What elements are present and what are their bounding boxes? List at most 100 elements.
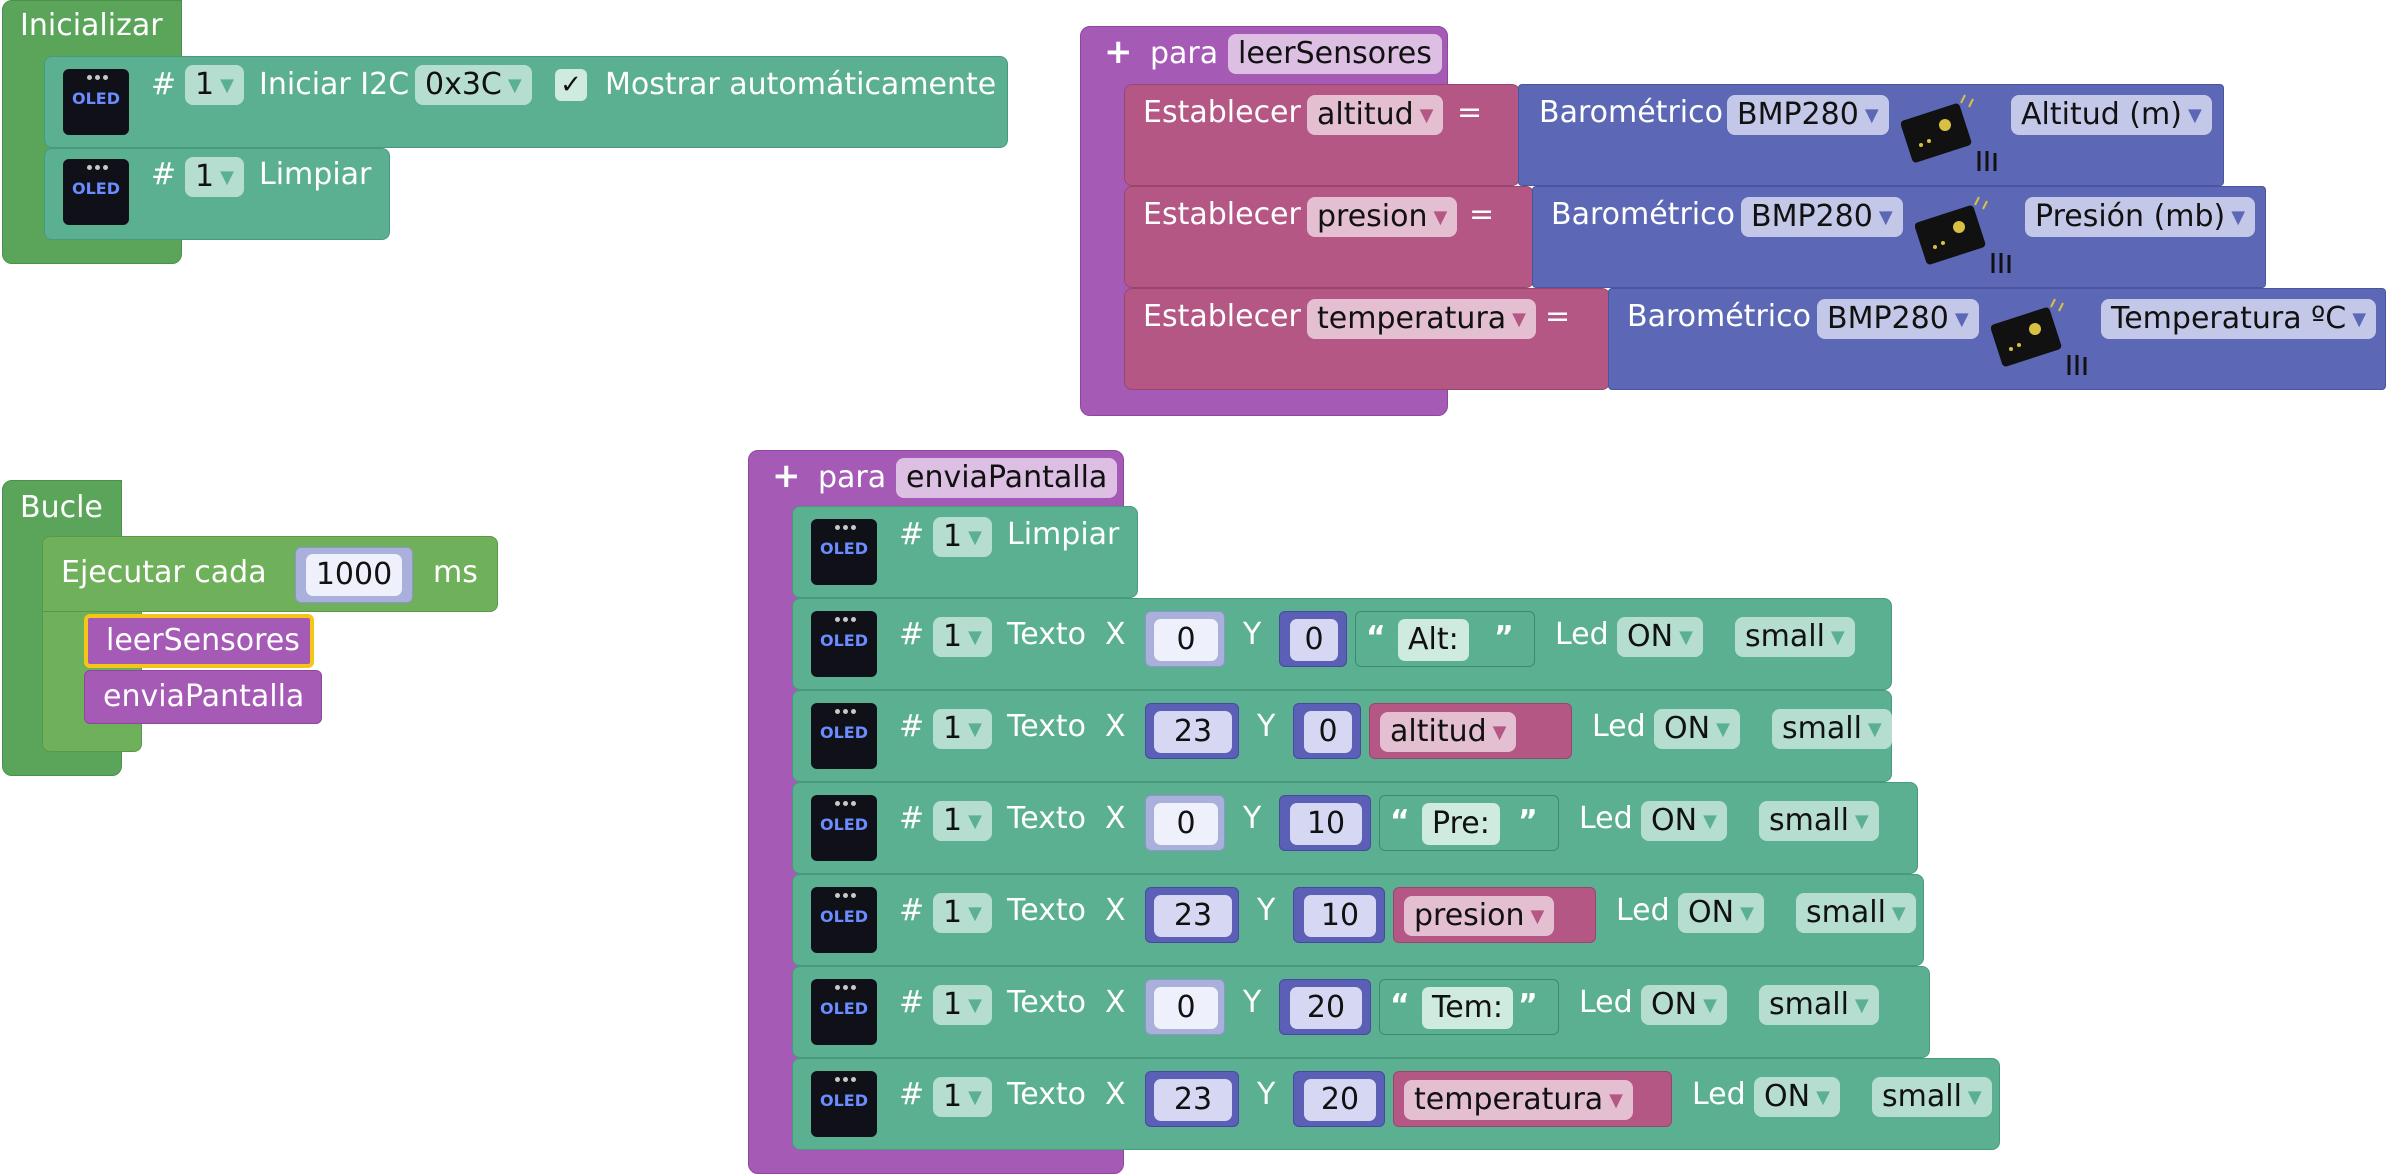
variable-get-block[interactable]: temperatura▼ [1393,1071,1672,1127]
x-number-block[interactable]: 23 [1145,1071,1239,1127]
text-value-input[interactable]: Tem: [1422,987,1514,1029]
font-size-dropdown[interactable]: small▼ [1872,1077,1992,1117]
x-number-block[interactable]: 23 [1145,887,1239,943]
barometer-temperatura-block[interactable]: Barométrico BMP280▼ Temperatura ºC▼ [1608,288,2386,390]
i2c-address-dropdown[interactable]: 0x3C▼ [415,65,532,105]
x-input[interactable]: 0 [1154,803,1218,845]
display-index-dropdown[interactable]: 1▼ [933,1077,992,1117]
text-string-block[interactable]: “Pre:” [1379,795,1559,851]
proc-name-field[interactable]: enviaPantalla [896,458,1118,498]
text-string-block[interactable]: “Tem:” [1379,979,1559,1035]
auto-show-label: Mostrar automáticamente [605,67,997,102]
para-label: para [1150,36,1219,71]
sensor-model-dropdown[interactable]: BMP280▼ [1727,95,1889,135]
x-input[interactable]: 23 [1154,895,1232,937]
font-size-dropdown[interactable]: small▼ [1759,985,1879,1025]
variable-dropdown[interactable]: temperatura▼ [1307,299,1536,339]
limpiar-block[interactable]: OLED # 1▼ Limpiar [792,506,1138,598]
font-size-dropdown[interactable]: small▼ [1772,709,1892,749]
display-index-dropdown[interactable]: 1▼ [933,985,992,1025]
led-dropdown[interactable]: ON▼ [1654,709,1740,749]
call-leerSensores[interactable]: leerSensores [84,614,314,668]
x-number-block[interactable]: 0 [1145,795,1225,851]
barometer-presion-block[interactable]: Barométrico BMP280▼ Presión (mb)▼ [1532,186,2266,288]
led-dropdown[interactable]: ON▼ [1754,1077,1840,1117]
text-value-input[interactable]: Pre: [1422,803,1500,845]
variable-dropdown[interactable]: presion▼ [1307,197,1458,237]
variable-dropdown[interactable]: altitud▼ [1380,712,1517,752]
y-input[interactable]: 0 [1290,619,1338,661]
texto-label: Texto [1007,617,1087,652]
display-index-dropdown[interactable]: 1▼ [933,517,992,557]
font-size-dropdown[interactable]: small▼ [1735,617,1855,657]
font-size-dropdown[interactable]: small▼ [1796,893,1916,933]
x-number-block[interactable]: 0 [1145,611,1225,667]
y-input[interactable]: 0 [1304,711,1352,753]
sensor-model-dropdown[interactable]: BMP280▼ [1741,197,1903,237]
text-string-block[interactable]: “Alt:” [1355,611,1535,667]
y-number-block[interactable]: 0 [1293,703,1361,759]
led-dropdown[interactable]: ON▼ [1641,985,1727,1025]
x-input[interactable]: 23 [1154,1079,1232,1121]
interval-number-block[interactable]: 1000 [295,547,413,603]
texto-label: Texto [1007,709,1087,744]
set-temperatura-block[interactable]: Establecer temperatura▼ = [1124,288,1610,390]
measure-dropdown[interactable]: Presión (mb)▼ [2025,197,2256,237]
y-number-block[interactable]: 20 [1279,979,1371,1035]
display-index-dropdown[interactable]: 1▼ [933,801,992,841]
sensor-model-dropdown[interactable]: BMP280▼ [1817,299,1979,339]
set-altitud-block[interactable]: Establecer altitud▼ = [1124,84,1520,186]
establecer-label: Establecer [1143,95,1301,130]
call-enviaPantalla[interactable]: enviaPantalla [84,670,322,724]
y-number-block[interactable]: 0 [1279,611,1347,667]
set-presion-block[interactable]: Establecer presion▼ = [1124,186,1534,288]
x-label: X [1105,617,1126,652]
display-index-dropdown[interactable]: 1▼ [933,893,992,933]
iniciar-i2c-block[interactable]: OLED # 1▼ Iniciar I2C 0x3C▼ ✓ Mostrar au… [44,56,1008,148]
variable-dropdown[interactable]: altitud▼ [1307,95,1444,135]
display-index-dropdown[interactable]: 1▼ [185,65,244,105]
barometer-altitud-block[interactable]: Barométrico BMP280▼ Altitud (m)▼ [1518,84,2224,186]
y-number-block[interactable]: 20 [1293,1071,1385,1127]
variable-get-block[interactable]: presion▼ [1393,887,1596,943]
x-input[interactable]: 23 [1154,711,1232,753]
establecer-label: Establecer [1143,197,1301,232]
y-input[interactable]: 10 [1290,803,1362,845]
variable-get-block[interactable]: altitud▼ [1369,703,1572,759]
measure-dropdown[interactable]: Temperatura ºC▼ [2101,299,2377,339]
y-input[interactable]: 10 [1304,895,1376,937]
font-size-dropdown[interactable]: small▼ [1759,801,1879,841]
led-dropdown[interactable]: ON▼ [1617,617,1703,657]
hash-label: # [899,801,925,836]
plus-icon[interactable]: + [772,456,801,496]
variable-dropdown[interactable]: presion▼ [1404,896,1555,936]
led-dropdown[interactable]: ON▼ [1678,893,1764,933]
display-index-dropdown[interactable]: 1▼ [933,709,992,749]
x-number-block[interactable]: 0 [1145,979,1225,1035]
text-value-input[interactable]: Alt: [1398,619,1469,661]
x-number-block[interactable]: 23 [1145,703,1239,759]
y-number-block[interactable]: 10 [1279,795,1371,851]
auto-show-checkbox[interactable]: ✓ [555,69,587,101]
display-index-dropdown[interactable]: 1▼ [185,157,244,197]
x-input[interactable]: 0 [1154,987,1218,1029]
display-index-dropdown[interactable]: 1▼ [933,617,992,657]
y-input[interactable]: 20 [1304,1079,1376,1121]
y-input[interactable]: 20 [1290,987,1362,1029]
interval-input[interactable]: 1000 [306,554,402,596]
led-dropdown[interactable]: ON▼ [1641,801,1727,841]
measure-dropdown[interactable]: Altitud (m)▼ [2011,95,2212,135]
x-input[interactable]: 0 [1154,619,1218,661]
plus-icon[interactable]: + [1104,32,1133,72]
variable-dropdown[interactable]: temperatura▼ [1404,1080,1633,1120]
ejecutar-cada-block[interactable]: Ejecutar cada 1000 ms [42,536,498,612]
limpiar-block[interactable]: OLED # 1▼ Limpiar [44,148,390,240]
proc-name-field[interactable]: leerSensores [1228,34,1442,74]
y-number-block[interactable]: 10 [1293,887,1385,943]
